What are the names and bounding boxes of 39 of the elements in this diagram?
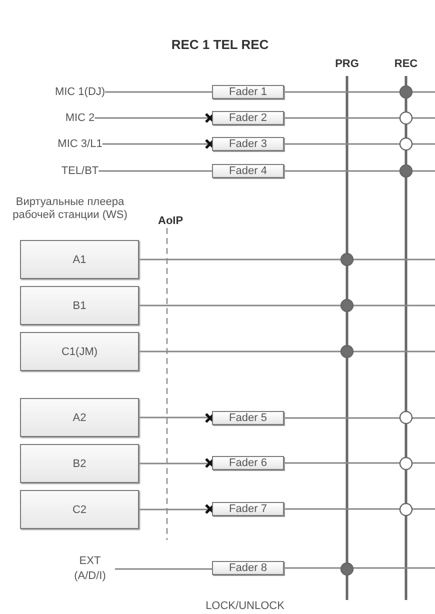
bus-label: REC	[393, 58, 419, 71]
fader-box: Fader 6	[212, 456, 284, 470]
player-box: B1	[20, 286, 139, 325]
section-heading: Виртуальные плеера рабочей станции (WS)	[12, 196, 128, 222]
fader-box: Fader 8	[212, 561, 284, 575]
signal-line	[139, 258, 435, 260]
source-label: EXT (A/D/I)	[65, 554, 115, 584]
signal-line	[284, 508, 435, 510]
player-box: A1	[20, 240, 139, 279]
diagram-title: REC 1 TEL REC	[170, 38, 270, 51]
signal-line	[284, 417, 435, 419]
fader-box: Fader 4	[212, 164, 284, 178]
network-label: AoIP	[158, 215, 184, 228]
source-label: MIC 2	[65, 110, 95, 126]
signal-line	[98, 170, 212, 172]
source-label: TEL/BT	[61, 163, 99, 179]
fader-box: Fader 2	[212, 111, 284, 125]
fader-box: Fader 1	[212, 85, 284, 99]
signal-line	[284, 143, 435, 145]
signal-line	[284, 462, 435, 464]
source-label: MIC 1(DJ)	[54, 84, 106, 100]
control-label: LOCK/UNLOCK	[204, 600, 286, 613]
player-box: C2	[20, 490, 139, 529]
signal-line	[115, 568, 212, 570]
signal-line	[284, 567, 435, 569]
player-box: A2	[20, 398, 139, 437]
signal-line	[284, 91, 435, 93]
signal-line	[284, 117, 435, 119]
signal-line	[284, 170, 435, 172]
signal-line	[139, 350, 435, 352]
fader-box: Fader 7	[212, 502, 284, 516]
signal-line	[139, 304, 435, 306]
signal-line	[105, 91, 212, 93]
player-box: C1(JM)	[20, 332, 139, 371]
fader-box: Fader 3	[212, 137, 284, 151]
player-box: B2	[20, 444, 139, 483]
source-label: MIC 3/L1	[58, 136, 102, 152]
fader-box: Fader 5	[212, 411, 284, 425]
bus-label: PRG	[334, 58, 360, 71]
